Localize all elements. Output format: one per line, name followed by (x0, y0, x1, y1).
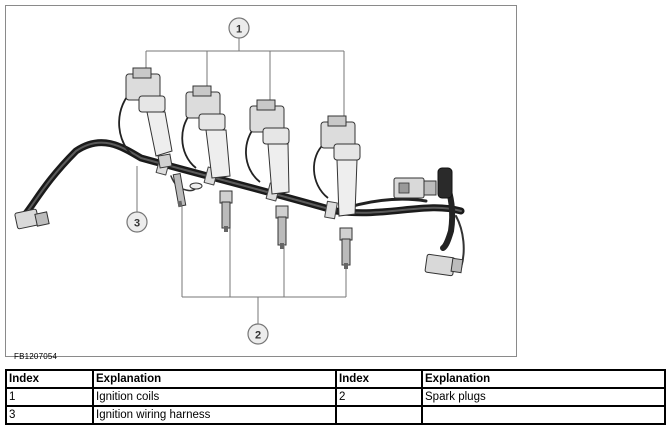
header-index: Index (335, 369, 423, 389)
explanation-cell: Spark plugs (421, 387, 666, 407)
explanation-cell (421, 405, 666, 425)
header-index: Index (5, 369, 94, 389)
ignition-coil-2 (181, 85, 231, 179)
ignition-coil-4 (313, 115, 361, 217)
callout-1: 1 (228, 17, 250, 39)
callout-2: 2 (247, 323, 269, 345)
callout-1-label: 1 (236, 24, 242, 36)
index-cell: 2 (335, 387, 423, 407)
spark-plug-1 (172, 172, 187, 208)
figure-code: FB1207054 (14, 352, 58, 361)
harness-connector-lower-right (424, 253, 464, 277)
index-cell: 1 (5, 387, 94, 407)
index-cell (335, 405, 423, 425)
callout-2-leaders (181, 206, 347, 324)
header-explanation: Explanation (92, 369, 337, 389)
spark-plug-3 (275, 205, 289, 249)
spark-plug-4 (339, 227, 353, 269)
harness-connector-right (393, 167, 453, 199)
figure-frame: 1 2 3 FB1207054 (5, 5, 517, 361)
table-row: 3 Ignition wiring harness (5, 405, 666, 425)
legend-table: Index Explanation Index Explanation 1 Ig… (5, 369, 666, 425)
callout-3-label: 3 (134, 218, 140, 230)
legend-header-row: Index Explanation Index Explanation (5, 369, 666, 389)
index-cell: 3 (5, 405, 94, 425)
table-row: 1 Ignition coils 2 Spark plugs (5, 387, 666, 407)
callout-2-label: 2 (255, 330, 261, 342)
header-explanation: Explanation (421, 369, 666, 389)
callout-1-leaders (145, 38, 345, 126)
explanation-cell: Ignition coils (92, 387, 337, 407)
harness-connector-left (14, 208, 50, 230)
ignition-harness-diagram: 1 2 3 (14, 17, 465, 345)
spark-plug-2 (219, 190, 233, 232)
ignition-coil-3 (245, 99, 290, 195)
callout-3: 3 (126, 211, 148, 233)
ignition-coil-1 (118, 67, 173, 169)
explanation-cell: Ignition wiring harness (92, 405, 337, 425)
wiring-harness (20, 139, 465, 269)
